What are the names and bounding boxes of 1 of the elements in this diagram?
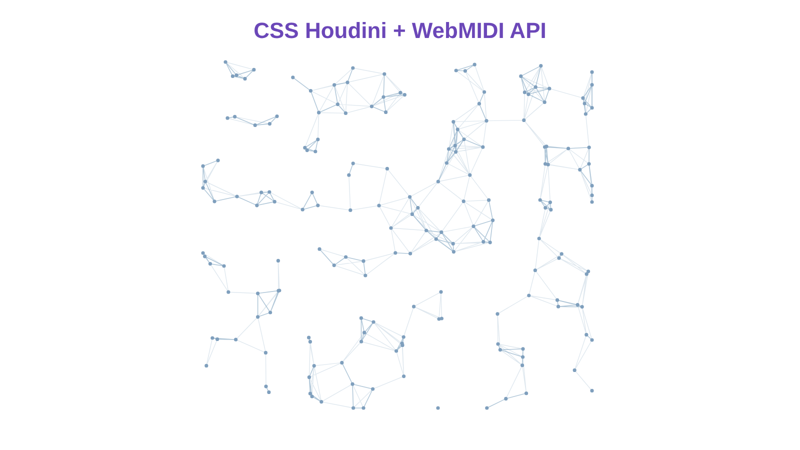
title: CSS Houdini + WebMIDI API xyxy=(252,18,548,44)
